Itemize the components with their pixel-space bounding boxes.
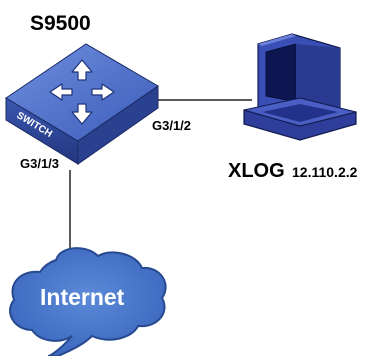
cloud-icon	[9, 247, 167, 356]
computer-name-label: XLOG	[228, 160, 285, 182]
cloud-label: Internet	[40, 284, 125, 310]
network-switch-icon	[5, 43, 159, 165]
computer-icon	[243, 33, 357, 141]
switch-arrows-icon	[49, 59, 115, 125]
port-label-g3-1-3: G3/1/3	[20, 156, 59, 171]
computer-ip-label: 12.110.2.2	[292, 164, 358, 180]
switch-name-label: S9500	[30, 12, 91, 35]
port-label-g3-1-2: G3/1/2	[152, 118, 191, 133]
